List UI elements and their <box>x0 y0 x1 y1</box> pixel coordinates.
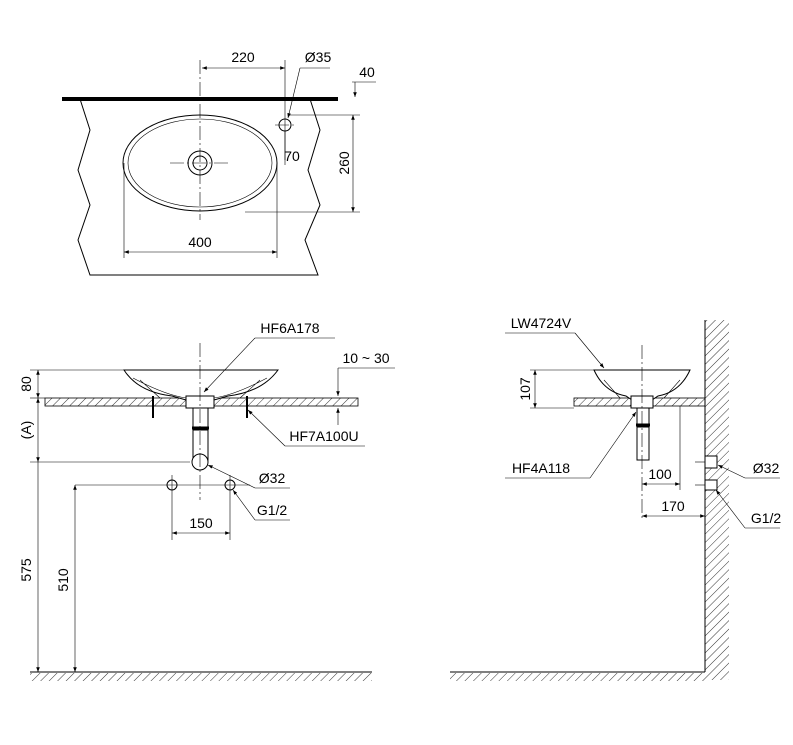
dim-80: 80 <box>18 376 34 392</box>
basin-support-ribs <box>132 377 268 399</box>
dim-170: 170 <box>661 498 685 514</box>
label-hf4a118: HF4A118 <box>512 460 570 476</box>
dim-510: 510 <box>55 568 71 592</box>
label-hf7a100u: HF7A100U <box>289 428 358 444</box>
leader-line <box>574 332 605 369</box>
wall <box>705 320 729 680</box>
leader-line <box>717 464 746 479</box>
outlet-stub <box>704 455 718 469</box>
dim-a: (A) <box>18 421 34 440</box>
leader-line <box>247 409 286 447</box>
supply-stub <box>704 479 718 491</box>
dim-575: 575 <box>18 558 34 582</box>
drain-pipe <box>636 426 650 461</box>
floor-hatch <box>450 673 705 681</box>
dim-d35: Ø35 <box>305 49 332 65</box>
label-g12: G1/2 <box>257 502 288 518</box>
dim-220: 220 <box>231 49 255 65</box>
label-d32: Ø32 <box>753 460 780 476</box>
drain-body <box>192 407 209 429</box>
dim-400: 400 <box>188 234 212 250</box>
label-lw4724v: LW4724V <box>511 315 572 331</box>
top-view: 220 Ø35 40 260 70 400 <box>62 49 376 276</box>
basin-inner-rim <box>127 118 273 208</box>
leader-line <box>589 411 637 479</box>
leader-line <box>207 464 256 489</box>
drain-body <box>636 407 650 425</box>
front-view: 150 80 (A) 575 510 HF6A178 10 ~ 30 HF7A1… <box>18 320 395 681</box>
leader-line <box>287 67 301 119</box>
dim-70: 70 <box>284 148 300 164</box>
label-hf6a178: HF6A178 <box>260 320 319 336</box>
dim-10-30: 10 ~ 30 <box>342 350 389 366</box>
dim-40: 40 <box>359 64 375 80</box>
leader-line <box>203 337 256 393</box>
dim-100: 100 <box>648 466 672 482</box>
side-view: 107 LW4724V HF4A118 100 170 Ø32 G1/2 <box>450 315 781 681</box>
leader-line <box>232 489 256 521</box>
cabinet-outline <box>77 98 321 276</box>
basin-support-ribs <box>603 379 681 399</box>
leader-line <box>715 489 746 529</box>
label-g12: G1/2 <box>751 510 782 526</box>
label-d32: Ø32 <box>259 470 286 486</box>
dim-260: 260 <box>336 151 352 175</box>
dim-150: 150 <box>189 515 213 531</box>
dim-107: 107 <box>517 377 533 401</box>
floor-hatch <box>30 673 372 681</box>
